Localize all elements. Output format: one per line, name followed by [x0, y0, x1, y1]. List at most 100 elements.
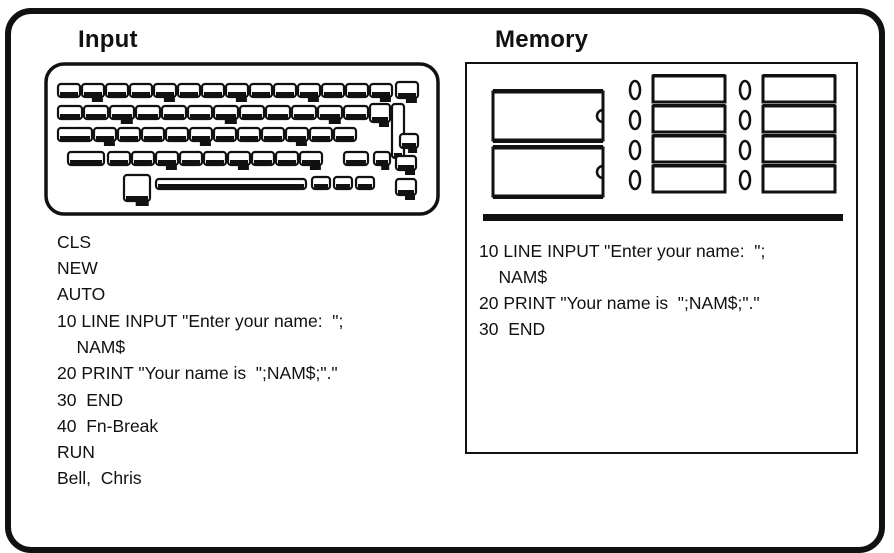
ram-chip	[651, 164, 727, 194]
key-shadow	[372, 92, 390, 96]
chip-marker	[628, 169, 642, 191]
key-shadow	[60, 114, 80, 118]
key-shadow	[96, 136, 114, 140]
input-line: Bell, Chris	[57, 468, 142, 488]
chip-marker	[738, 169, 752, 191]
key-shadow	[108, 92, 126, 96]
key-shadow	[254, 160, 272, 164]
key-shadow	[182, 160, 200, 164]
key-shadow	[312, 136, 330, 140]
chip-marker	[628, 109, 642, 131]
memory-chips-icon	[491, 74, 837, 199]
key-shadow	[288, 136, 306, 140]
input-line: 20 PRINT "Your name is ";NAM$;"."	[57, 363, 338, 383]
input-line: 10 LINE INPUT "Enter your name: ";	[57, 311, 344, 331]
key-shadow	[110, 160, 128, 164]
chip-pins-bottom	[493, 139, 603, 143]
key-dark-mark	[199, 140, 211, 146]
memory-line: NAM$	[479, 267, 548, 287]
key-shadow	[402, 143, 416, 147]
key-dark-mark	[405, 194, 415, 200]
key-dark-mark	[103, 140, 115, 146]
key-dark-mark	[163, 96, 175, 102]
ram-chip	[651, 104, 727, 134]
key-dark-mark	[405, 97, 417, 103]
key-shadow	[314, 184, 328, 188]
key-shadow	[138, 114, 158, 118]
memory-heading: Memory	[495, 26, 589, 53]
key-shadow	[86, 114, 106, 118]
ram-pins	[763, 74, 835, 77]
key-shadow	[84, 92, 102, 96]
key-shadow	[376, 160, 388, 164]
ram-chip	[761, 74, 837, 104]
key-dark-mark	[408, 147, 418, 153]
key-shadow	[144, 136, 162, 140]
memory-line: 30 END	[479, 319, 546, 339]
key-dark-mark	[307, 96, 319, 102]
key-dark-mark	[381, 164, 390, 170]
key-shadow	[60, 92, 78, 96]
chip-marker	[738, 79, 752, 101]
key-shadow	[346, 160, 366, 164]
key-shadow	[294, 114, 314, 118]
key-shadow	[206, 160, 224, 164]
key-shadow	[180, 92, 198, 96]
key-shadow	[336, 184, 350, 188]
key-shadow	[158, 160, 176, 164]
key-shadow	[268, 114, 288, 118]
ram-chip	[761, 134, 837, 164]
key-shadow	[156, 92, 174, 96]
key-shadow	[112, 114, 132, 118]
ram-chip	[651, 74, 727, 104]
key-shadow	[132, 92, 150, 96]
key-dark-mark	[309, 164, 321, 170]
chip-marker	[628, 79, 642, 101]
key-shadow	[192, 136, 210, 140]
dip-chip	[491, 90, 605, 142]
key-shadow	[230, 160, 248, 164]
memory-line: 10 LINE INPUT "Enter your name: ";	[479, 241, 766, 261]
chip-marker	[738, 139, 752, 161]
key-dark-mark	[328, 118, 341, 124]
key-shadow	[216, 136, 234, 140]
input-line: RUN	[57, 442, 95, 462]
chip-marker	[628, 139, 642, 161]
key-shadow	[242, 114, 262, 118]
key-shadow	[60, 136, 90, 140]
key-shadow	[320, 114, 340, 118]
key-shadow	[398, 165, 414, 169]
key-dark-mark	[165, 164, 177, 170]
key-shadow	[240, 136, 258, 140]
key-shadow	[372, 117, 388, 121]
key-dark-mark	[120, 118, 133, 124]
key-dark-mark	[237, 164, 249, 170]
key-shadow	[398, 190, 414, 194]
memory-divider	[483, 214, 843, 221]
chip-notch	[595, 108, 604, 124]
input-line: AUTO	[57, 284, 106, 304]
key-shadow	[164, 114, 184, 118]
key-shadow	[336, 136, 354, 140]
key-shadow	[126, 196, 148, 200]
input-line: NEW	[57, 258, 98, 278]
key-shadow	[348, 92, 366, 96]
ram-chip	[761, 104, 837, 134]
key-shadow	[358, 184, 372, 188]
key-dark-mark	[224, 118, 237, 124]
key-shadow	[228, 92, 246, 96]
key-dark-mark	[379, 121, 389, 127]
ram-pins	[653, 104, 725, 107]
key-dark-mark	[405, 169, 415, 175]
ram-chip	[761, 164, 837, 194]
key-dark-mark	[379, 96, 391, 102]
key-shadow	[190, 114, 210, 118]
keyboard-icon	[44, 62, 440, 216]
dip-chip	[491, 146, 605, 198]
memory-panel	[465, 62, 858, 454]
key-shadow	[276, 92, 294, 96]
key-shadow	[278, 160, 296, 164]
key-shadow	[324, 92, 342, 96]
memory-line: 20 PRINT "Your name is ";NAM$;"."	[479, 293, 760, 313]
input-line: CLS	[57, 232, 92, 252]
